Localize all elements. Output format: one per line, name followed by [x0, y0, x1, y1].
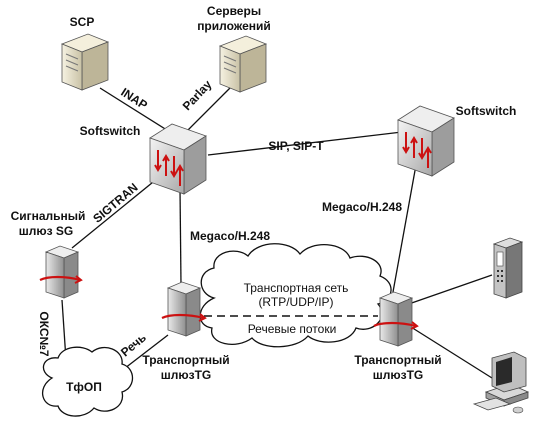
scp-label: SCP: [70, 15, 95, 29]
tg-right-label-line1: Транспортный: [354, 353, 441, 367]
link-okc7-label: ОКС№7: [37, 311, 51, 357]
cloud-icon: [42, 346, 134, 417]
sg-label-line2: шлюз SG: [19, 224, 74, 238]
transport-net-label-line1: Транспортная сеть: [244, 281, 349, 295]
link-inap-label: INAP: [118, 85, 150, 112]
softswitch-left-label: Softswitch: [80, 124, 141, 138]
link-speech-line: [119, 334, 169, 373]
app-servers-label-line1: Серверы: [207, 4, 261, 18]
link-sip-line: [207, 131, 403, 156]
link-inap-line: [99, 87, 171, 133]
connections: [61, 87, 493, 379]
softswitch-right[interactable]: [397, 105, 455, 177]
application-servers[interactable]: [218, 35, 268, 93]
tg-right-label-line2: шлюзTG: [373, 368, 424, 382]
server-icon: [218, 35, 268, 93]
signaling-gateway-sg[interactable]: [39, 245, 83, 299]
softswitch-right-label: Softswitch: [456, 104, 517, 118]
voice-streams-label: Речевые потоки: [248, 322, 337, 336]
pstn-label: ТфОП: [66, 380, 102, 394]
gateway-tower-icon: [39, 245, 83, 299]
transport-network-cloud: [199, 243, 392, 348]
pstn-cloud: [42, 346, 134, 417]
link-sigtran-label: SIGTRAN: [90, 180, 140, 225]
link-sigtran-line: [71, 177, 159, 249]
scp-server[interactable]: [60, 33, 110, 91]
desktop-pc[interactable]: [472, 351, 530, 414]
tg-left-label-line1: Транспортный: [142, 353, 229, 367]
router-icon: [397, 105, 455, 177]
softswitch-left[interactable]: [149, 123, 207, 195]
gateway-tower-icon: [161, 281, 207, 337]
link-megaco-right-label: Megaco/H.248: [322, 200, 402, 214]
link-megaco-left-line: [179, 187, 182, 286]
link-sip-label: SIP, SIP-T: [268, 139, 324, 153]
transport-gateway-tg-left[interactable]: [161, 281, 207, 337]
transport-net-label-line2: (RTP/UDP/IP): [258, 295, 333, 309]
ip-phone-icon: [492, 237, 524, 299]
link-megaco-right-line: [392, 164, 417, 293]
link-phone-line: [402, 274, 493, 307]
transport-gateway-tg-right[interactable]: [373, 291, 419, 347]
link-parlay-line: [187, 87, 231, 131]
gateway-tower-icon: [373, 291, 419, 347]
server-icon: [60, 33, 110, 91]
cloud-icon: [199, 243, 392, 348]
ip-phone[interactable]: [492, 237, 524, 299]
link-megaco-left-label: Megaco/H.248: [190, 229, 270, 243]
router-icon: [149, 123, 207, 195]
tg-left-label-line2: шлюзTG: [161, 368, 212, 382]
desktop-computer-icon: [472, 351, 530, 414]
app-servers-label-line2: приложений: [197, 19, 271, 33]
sg-label-line1: Сигнальный: [11, 209, 86, 223]
link-pc-line: [402, 321, 493, 379]
